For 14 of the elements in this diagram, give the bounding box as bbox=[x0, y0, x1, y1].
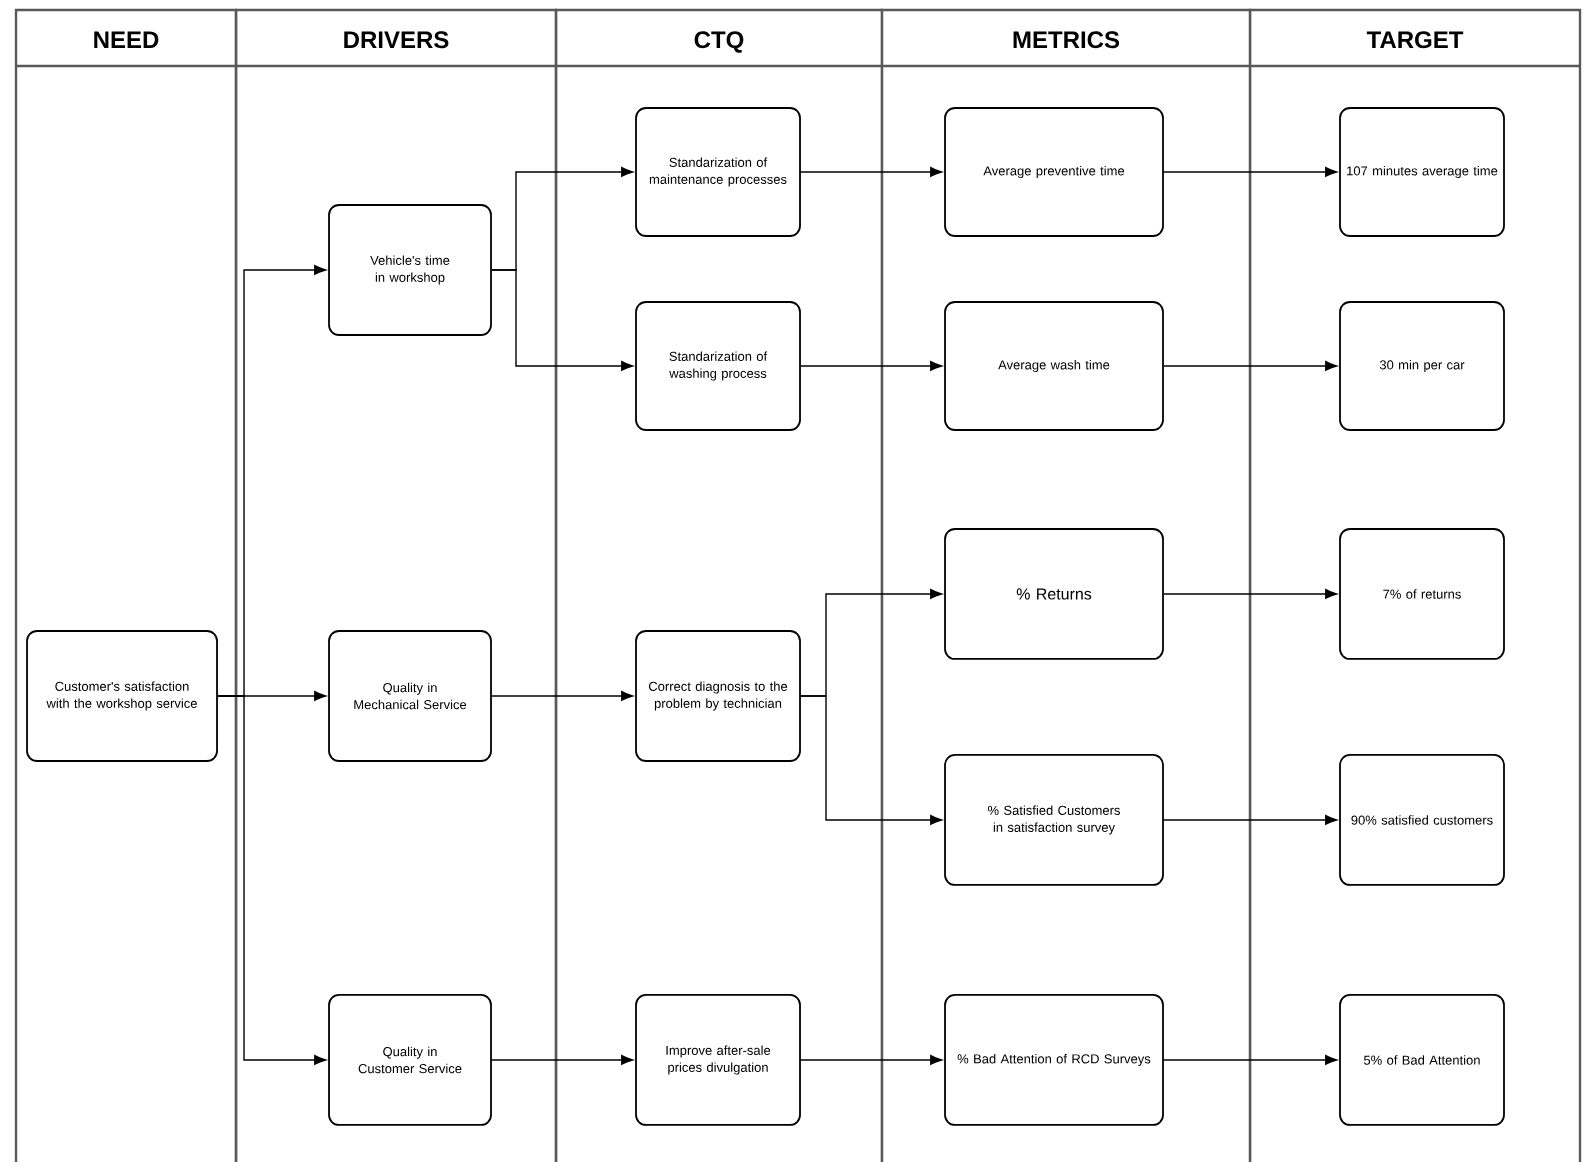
arrow bbox=[491, 1055, 634, 1065]
arrow bbox=[1163, 167, 1338, 177]
arrow bbox=[1163, 589, 1338, 599]
arrow bbox=[1163, 815, 1338, 825]
arrow bbox=[800, 361, 943, 371]
arrow bbox=[491, 691, 634, 701]
arrow bbox=[800, 695, 943, 825]
arrow bbox=[800, 167, 943, 177]
arrow bbox=[491, 269, 634, 371]
arrow bbox=[1163, 361, 1338, 371]
arrow bbox=[1163, 1055, 1338, 1065]
process-box: % Returns bbox=[944, 528, 1164, 660]
arrow bbox=[217, 695, 327, 1065]
arrow bbox=[800, 1055, 943, 1065]
